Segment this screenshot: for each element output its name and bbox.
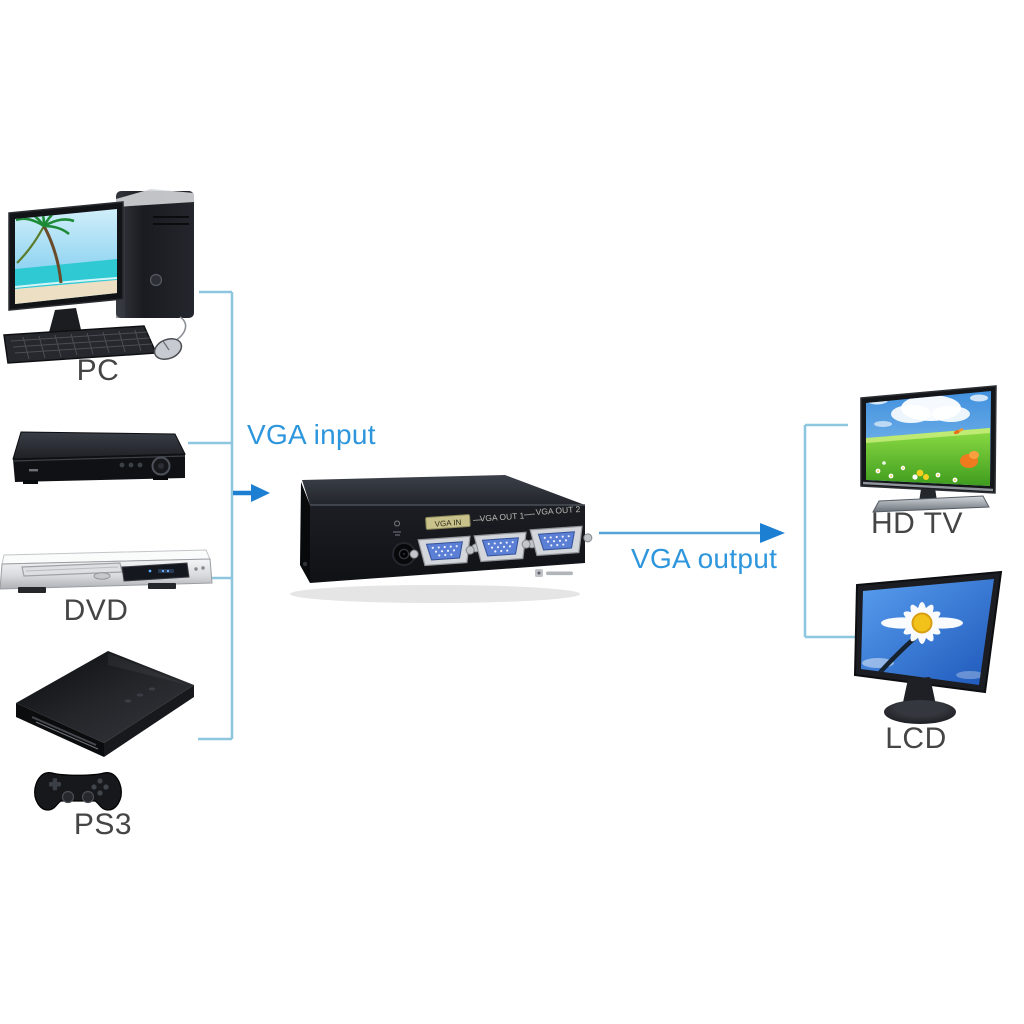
vga-out2-port-label: VGA OUT 2 [535, 504, 581, 517]
dvd-label: DVD [63, 594, 129, 627]
ps3-console [16, 651, 194, 757]
pc-monitor-screen [15, 209, 117, 304]
ps3-label: PS3 [73, 808, 133, 841]
pc-monitor [8, 201, 124, 347]
input-arrow-icon [233, 484, 270, 502]
brand-mark [535, 569, 573, 577]
svg-text:VGA IN: VGA IN [434, 518, 461, 529]
pc-tower [116, 189, 194, 318]
lcd-label: LCD [885, 722, 947, 755]
hdtv-stand [872, 488, 990, 513]
vga-out1-port-label: VGA OUT 1 [479, 510, 525, 523]
splitter-side-face [300, 482, 310, 583]
dvd-player-image [0, 549, 213, 593]
lcd-stand [884, 677, 956, 724]
vga-in-port [409, 535, 481, 567]
output-bus-lines [803, 423, 856, 639]
vga-in-port-label: VGA IN [425, 514, 471, 530]
vga-splitter-image: VGA IN VGA OUT 1 VGA OUT 2 [290, 475, 593, 603]
pc-image [3, 189, 194, 364]
vga-input-label: VGA input [247, 419, 376, 450]
pc-label: PC [76, 354, 120, 387]
lcd-image [853, 570, 1003, 724]
vga-output-label: VGA output [631, 543, 778, 574]
vga-out2-port [521, 525, 593, 557]
hdtv-label: HD TV [871, 507, 963, 540]
hdtv-image [860, 385, 997, 513]
pc-mouse [153, 316, 187, 361]
ps3-image [16, 651, 194, 811]
ps3-controller [34, 772, 122, 811]
splitter-top-face [302, 475, 585, 505]
media-box-image [12, 431, 186, 484]
hdtv-screen [866, 391, 991, 486]
pc-keyboard [3, 325, 158, 364]
output-arrow-icon [599, 523, 785, 543]
